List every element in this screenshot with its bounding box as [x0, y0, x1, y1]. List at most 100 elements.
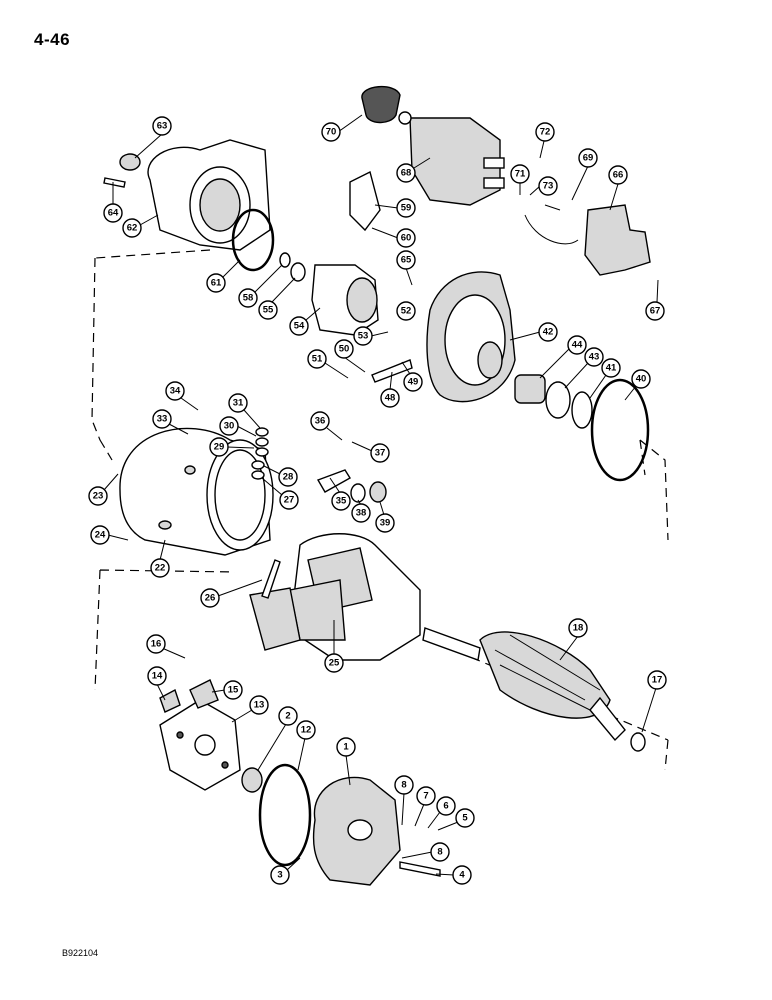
svg-text:73: 73: [543, 181, 554, 192]
callout-5: 5: [437, 808, 475, 831]
brush-holder-13: [159, 699, 241, 791]
callout-35: 35: [329, 477, 351, 511]
upper-assembly-boundary: [91, 249, 669, 541]
svg-text:55: 55: [263, 305, 274, 316]
callout-29: 29: [209, 437, 255, 457]
callout-8-upper: 8: [394, 775, 414, 826]
svg-text:51: 51: [312, 354, 323, 365]
callout-1: 1: [336, 737, 356, 786]
washer-58: [279, 252, 291, 268]
drive-pinion-54: [311, 264, 379, 336]
svg-text:35: 35: [336, 496, 347, 507]
svg-text:5: 5: [462, 813, 468, 824]
washer-55: [290, 262, 306, 282]
callout-69: 69: [571, 148, 598, 201]
brush-14: [159, 688, 181, 713]
callout-50: 50: [334, 339, 366, 373]
svg-text:52: 52: [401, 306, 412, 317]
callout-15: 15: [211, 680, 243, 700]
bushing-2: [241, 767, 263, 793]
bushing-44: [514, 374, 546, 404]
callout-22: 22: [150, 539, 170, 578]
svg-text:28: 28: [283, 472, 294, 483]
callout-65: 65: [396, 250, 416, 286]
callout-41: 41: [589, 358, 621, 399]
callout-25: 25: [324, 620, 344, 673]
svg-text:68: 68: [401, 168, 412, 179]
svg-text:48: 48: [385, 393, 396, 404]
callout-64: 64: [103, 182, 123, 223]
svg-text:44: 44: [572, 340, 583, 351]
svg-text:12: 12: [301, 725, 312, 736]
svg-text:42: 42: [543, 327, 554, 338]
nut-39: [369, 481, 387, 503]
svg-text:8: 8: [401, 780, 406, 791]
svg-text:53: 53: [358, 331, 369, 342]
pole-shoe-25: [249, 587, 301, 651]
bracket-35: [316, 469, 351, 493]
svg-text:25: 25: [329, 658, 340, 669]
callout-62: 62: [122, 214, 159, 238]
svg-text:71: 71: [515, 169, 526, 180]
svg-text:70: 70: [326, 127, 337, 138]
svg-text:43: 43: [589, 352, 600, 363]
callout-51: 51: [307, 349, 349, 379]
svg-text:6: 6: [443, 801, 448, 812]
callout-40: 40: [624, 369, 651, 401]
callout-53: 53: [353, 326, 389, 346]
svg-text:61: 61: [211, 278, 222, 289]
svg-text:54: 54: [294, 321, 305, 332]
svg-text:34: 34: [170, 386, 181, 397]
svg-text:65: 65: [401, 255, 412, 266]
callout-33: 33: [152, 409, 189, 435]
svg-text:1: 1: [343, 742, 349, 753]
svg-text:40: 40: [636, 374, 647, 385]
svg-text:16: 16: [151, 639, 162, 650]
svg-text:41: 41: [606, 363, 617, 374]
callout-71: 71: [510, 164, 530, 195]
svg-text:49: 49: [408, 377, 419, 388]
svg-text:13: 13: [254, 700, 265, 711]
callout-2: 2: [257, 706, 298, 771]
callout-23: 23: [88, 473, 119, 506]
callout-67: 67: [645, 279, 665, 321]
svg-text:2: 2: [285, 711, 290, 722]
callout-38: 38: [351, 499, 371, 523]
callout-4: 4: [435, 865, 472, 885]
field-coil-assembly: [289, 533, 421, 661]
svg-text:63: 63: [157, 121, 168, 132]
callout-60: 60: [371, 227, 416, 248]
svg-text:36: 36: [315, 416, 326, 427]
callout-3: 3: [270, 857, 301, 885]
lever-59: [349, 170, 381, 232]
svg-text:66: 66: [613, 170, 624, 181]
svg-text:22: 22: [155, 563, 166, 574]
callout-59: 59: [374, 198, 416, 218]
o-ring-40: [590, 378, 650, 482]
callout-68: 68: [396, 157, 431, 183]
svg-text:17: 17: [652, 675, 663, 686]
svg-text:30: 30: [224, 421, 235, 432]
o-ring-12: [258, 763, 312, 867]
wire-69: [524, 204, 579, 245]
end-cap-1: [312, 776, 401, 886]
svg-text:26: 26: [205, 593, 216, 604]
callout-63: 63: [134, 116, 172, 159]
brush-terminal-group: [251, 427, 269, 480]
callout-52: 52: [396, 301, 416, 321]
svg-text:14: 14: [152, 671, 163, 682]
callout-72: 72: [535, 122, 555, 159]
callout-37: 37: [351, 441, 390, 463]
callout-8-lower: 8: [401, 842, 450, 862]
svg-text:50: 50: [339, 344, 350, 355]
callout-44: 44: [539, 335, 587, 379]
field-frame-22: [119, 427, 274, 556]
seal-43: [545, 381, 571, 419]
callout-54: 54: [289, 307, 321, 336]
armature-18: [422, 627, 626, 742]
pin-48: [371, 359, 413, 383]
svg-text:72: 72: [540, 127, 551, 138]
washer-41: [571, 391, 593, 429]
svg-text:24: 24: [95, 530, 106, 541]
